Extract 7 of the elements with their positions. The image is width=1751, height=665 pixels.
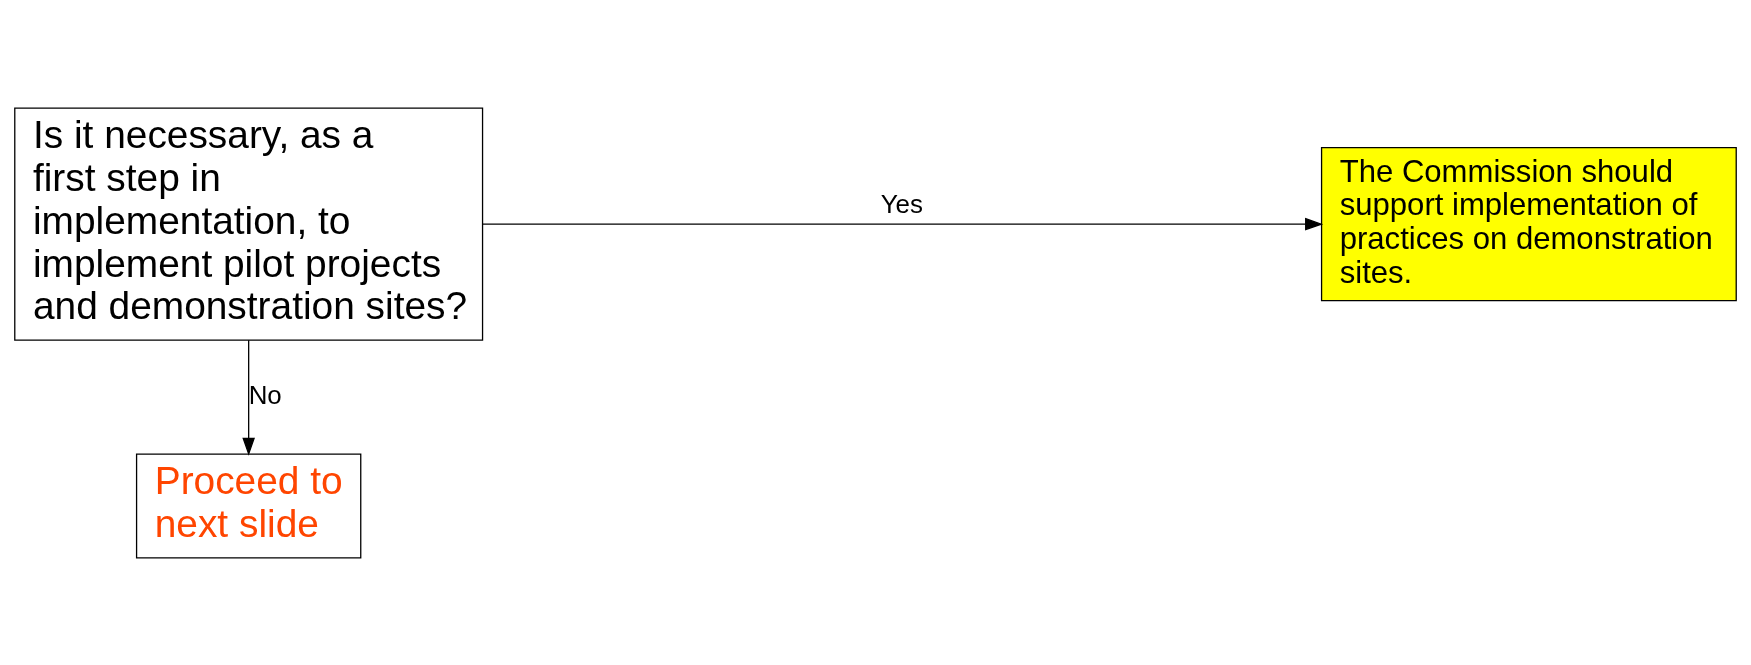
node-box: Proceed to next slide: [135, 453, 362, 558]
node-box: Is it necessary, as a first step in implementation, to implement pilot projects and demonstration sites?: [14, 107, 484, 341]
node-box: The Commission should support implementation of practices on demonstration sites.: [1320, 146, 1737, 301]
arrow: [482, 217, 1324, 230]
arrow: [242, 339, 256, 456]
edge-label: Yes: [880, 188, 923, 217]
edge-label: No: [248, 380, 282, 409]
